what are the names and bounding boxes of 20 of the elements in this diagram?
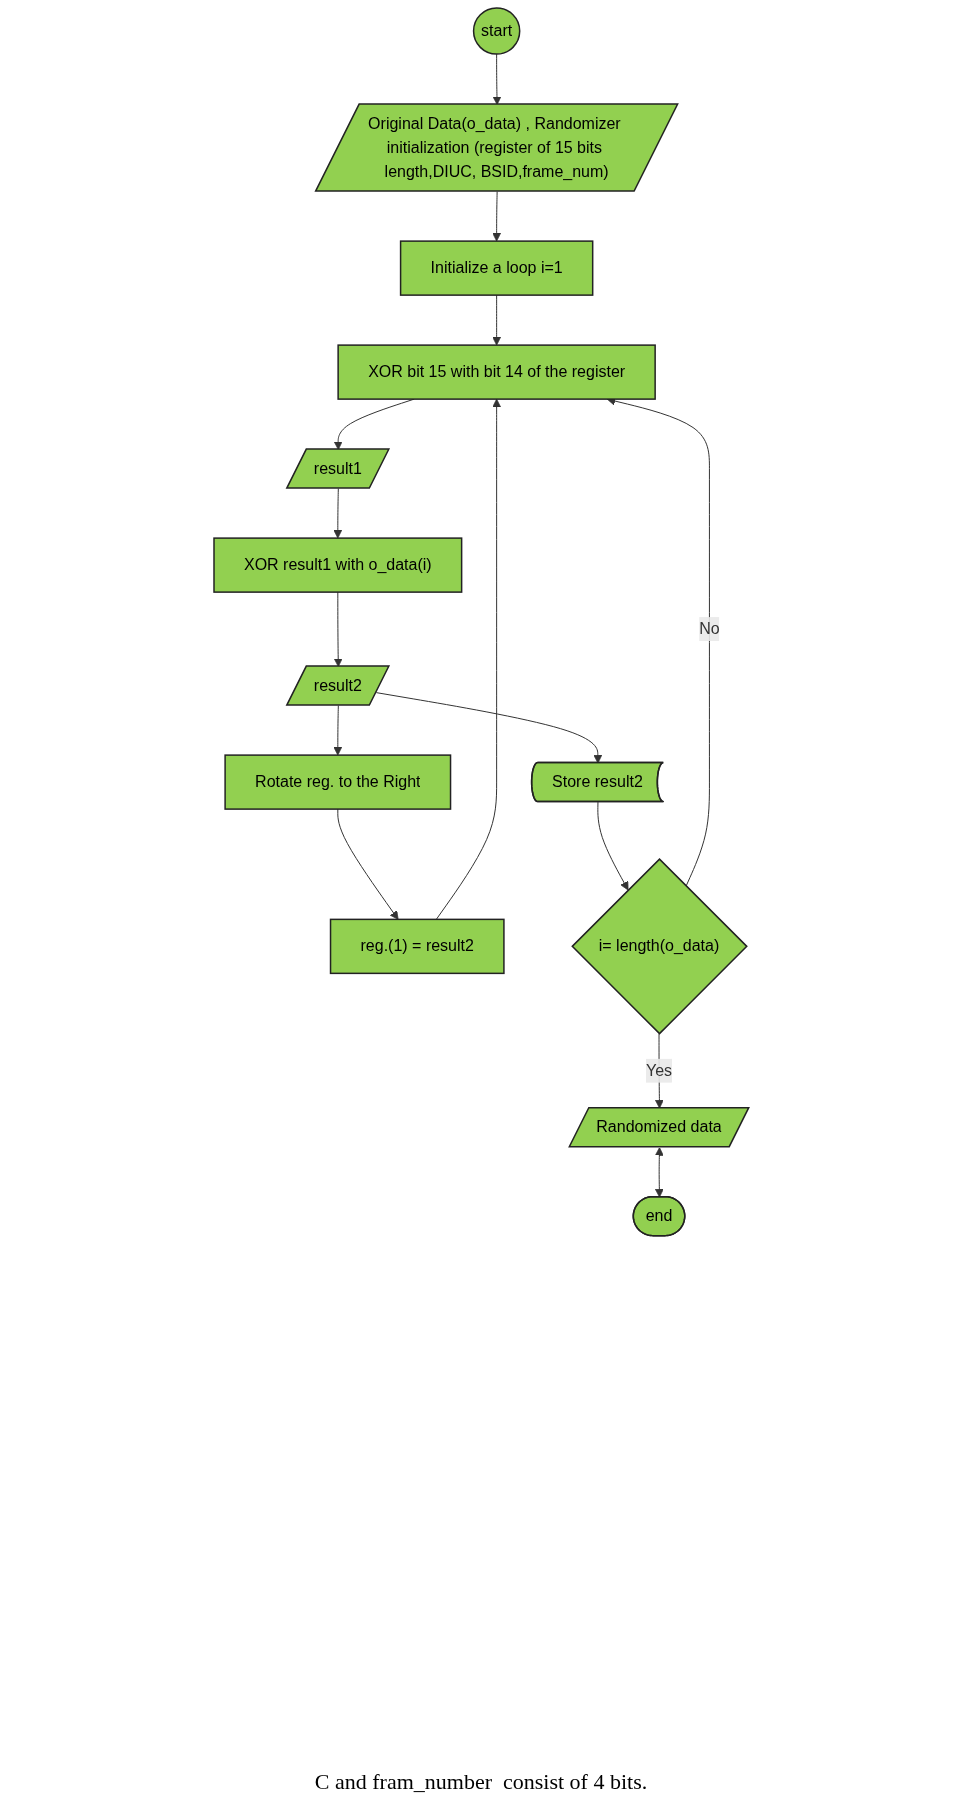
arrow bbox=[333, 488, 342, 539]
node-box: XOR result1 with o_data(i) bbox=[212, 537, 462, 593]
arrow bbox=[333, 591, 343, 667]
arrow bbox=[654, 1147, 664, 1198]
edge-label: No bbox=[698, 620, 720, 638]
node-box: reg.(1) = result2 bbox=[329, 918, 505, 975]
arrow bbox=[491, 294, 501, 346]
node-box: Rotate reg. to the Right bbox=[224, 754, 451, 810]
arrow bbox=[492, 53, 501, 105]
note-text: C and fram_number consist of 4 bits. bbox=[314, 1769, 648, 1795]
node-box: Initialize a loop i=1 bbox=[399, 240, 594, 296]
node-diamond: i= length(o_data) bbox=[570, 858, 748, 1035]
node-circle: start bbox=[472, 7, 521, 55]
edge-label: Yes bbox=[645, 1061, 672, 1079]
arrow bbox=[336, 808, 399, 920]
arrow bbox=[596, 801, 629, 891]
arrow bbox=[333, 705, 342, 756]
arrow bbox=[435, 398, 501, 920]
node-box: XOR bit 15 with bit 14 of the register bbox=[337, 344, 656, 400]
arrow bbox=[491, 191, 501, 242]
